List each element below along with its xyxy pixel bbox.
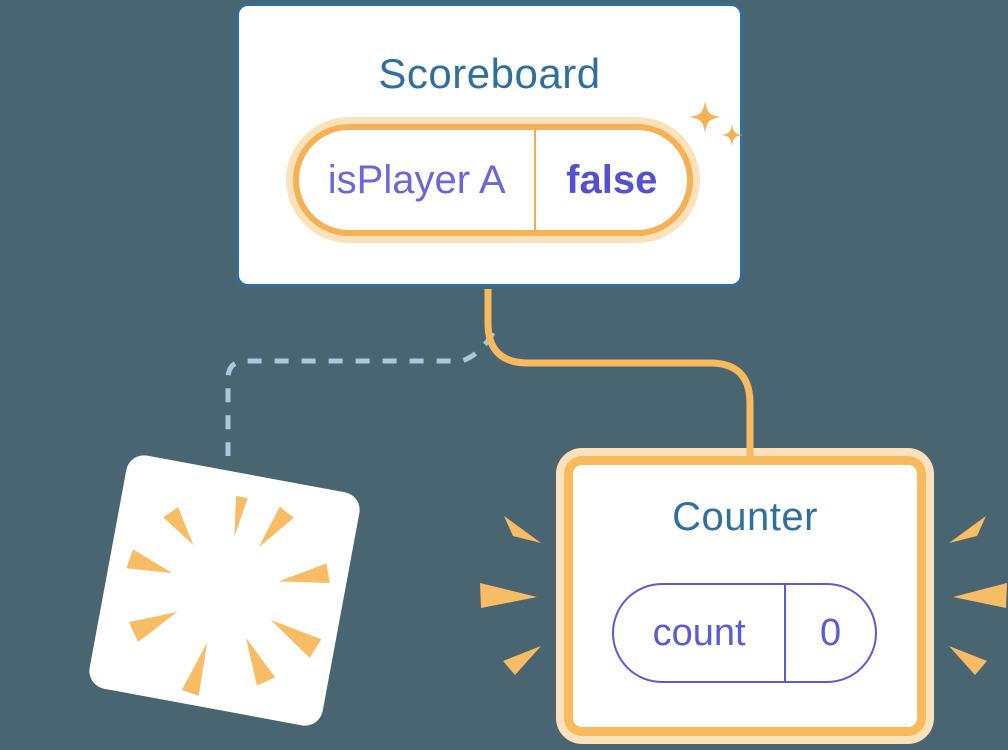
scoreboard-card: Scoreboard isPlayer A false (236, 3, 743, 287)
scoreboard-state-pill: isPlayer A false (293, 124, 693, 236)
orange-connector (484, 289, 754, 457)
burst-icon (126, 495, 330, 696)
state-value: false (566, 157, 658, 202)
counter-state-pill: count 0 (612, 583, 877, 683)
state-value: 0 (820, 611, 842, 654)
counter-card: Counter count 0 (564, 456, 926, 736)
pill-divider (784, 585, 787, 681)
pill-divider (534, 130, 537, 230)
state-name: isPlayer A (327, 157, 506, 202)
state-name: count (652, 611, 746, 654)
dashed-connector (225, 331, 496, 456)
sparkles-icon (689, 101, 743, 146)
destroyed-component-card (86, 452, 363, 729)
scoreboard-title: Scoreboard (378, 50, 601, 97)
counter-title: Counter (672, 495, 818, 539)
